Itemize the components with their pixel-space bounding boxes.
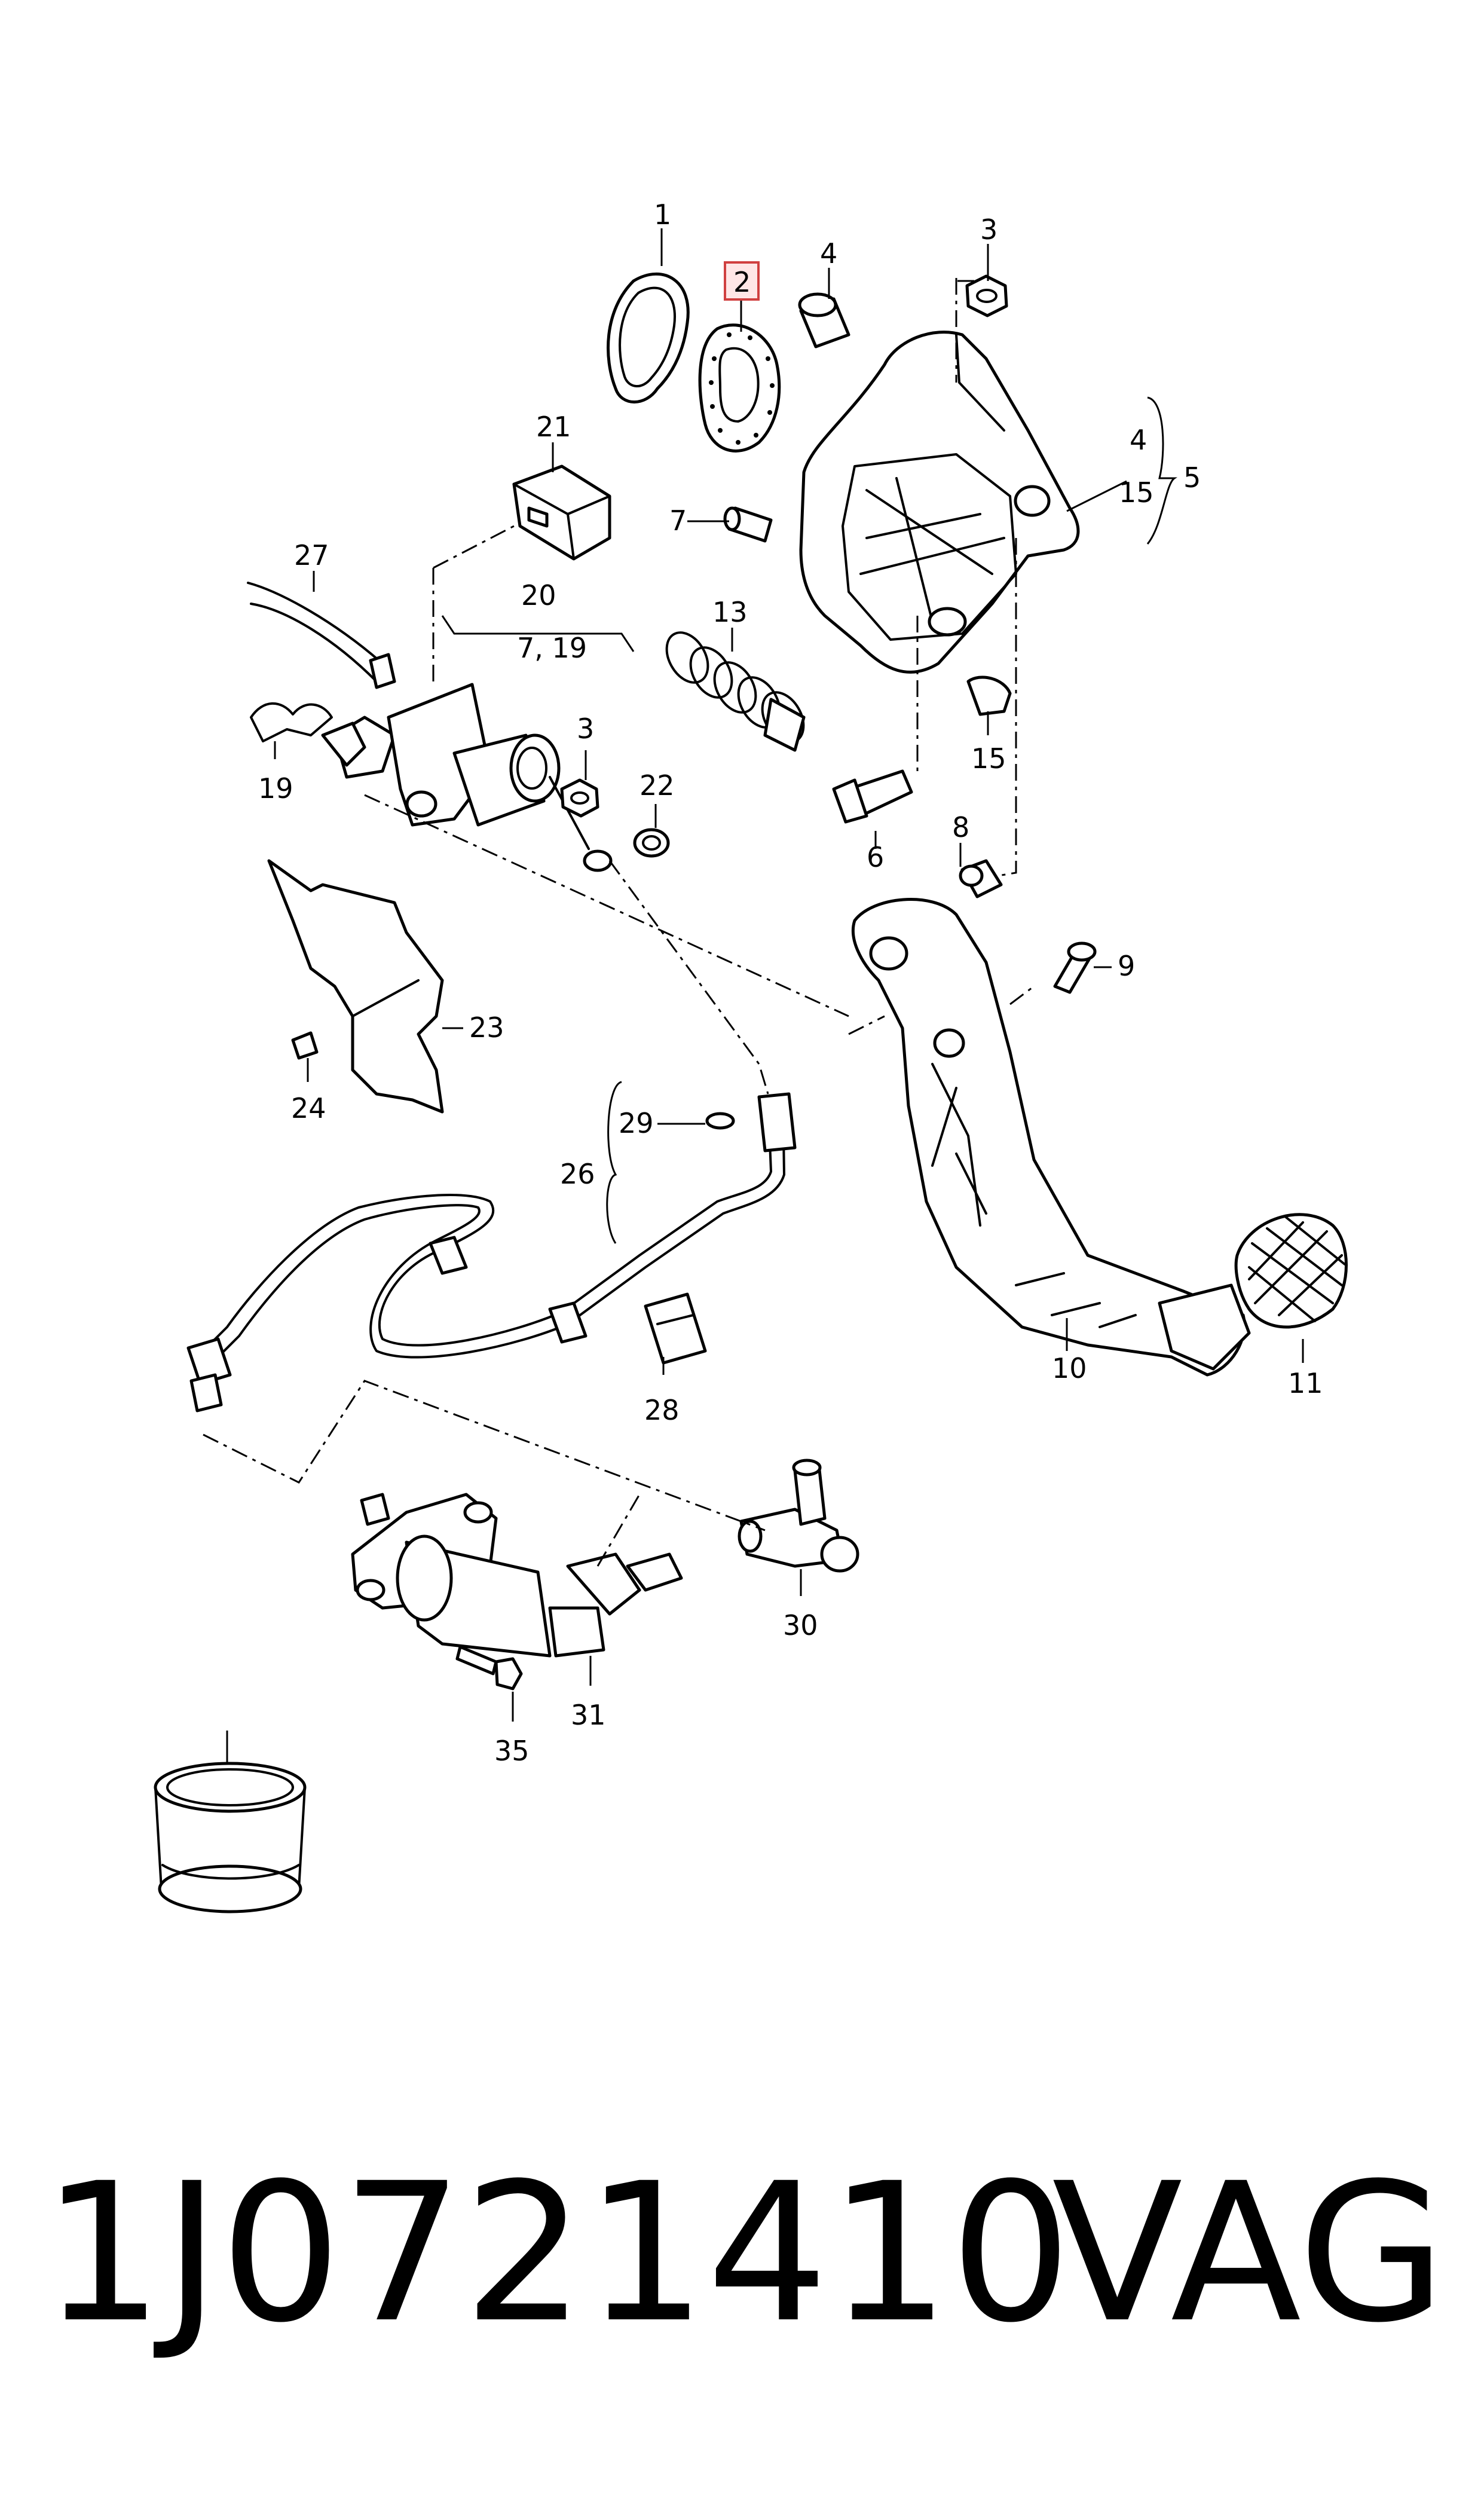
part-31-bolt xyxy=(455,1645,523,1690)
part-24-clip xyxy=(291,1031,319,1060)
callout-1: 1 xyxy=(654,198,671,231)
callout-5: 5 xyxy=(1183,461,1201,494)
part-22-washer xyxy=(633,828,670,858)
callout-29: 30 xyxy=(783,1609,818,1641)
callout-20: 20 xyxy=(521,579,556,612)
callout-20-sub: 7, 19 xyxy=(517,632,587,664)
callout-26: 26 xyxy=(560,1158,595,1190)
callout-9: 9 xyxy=(1118,950,1135,982)
caption-footer: 1J0721410 VAG xyxy=(36,2134,1470,2373)
part-8-bush xyxy=(959,859,1003,898)
callout-4: 4 xyxy=(820,237,837,270)
part-11-pedal-pad xyxy=(1234,1213,1348,1329)
callout-15: 15 xyxy=(971,742,1006,775)
part-3-nut-center xyxy=(560,778,599,818)
alignment-lines xyxy=(203,278,1035,1567)
callout-24: 24 xyxy=(291,1092,326,1124)
callout-3-top: 3 xyxy=(980,213,998,246)
part-30-slave-cylinder xyxy=(351,1493,683,1658)
callout-6: 6 xyxy=(867,841,884,873)
callout-21: 21 xyxy=(536,411,571,443)
exploded-parts-diagram: 1 2 4 3 4 15 5 7 13 15 6 8 9 10 11 21 27… xyxy=(154,198,1348,1913)
part-9-bolt xyxy=(1053,941,1097,994)
part-19-spring-clip xyxy=(250,702,333,742)
part-35-sleeve xyxy=(154,1762,307,1913)
callout-10: 10 xyxy=(1052,1352,1087,1384)
part-21-connector xyxy=(512,464,611,561)
callout-2-highlight xyxy=(724,261,760,301)
callout-22: 22 xyxy=(640,769,675,802)
callout-30: 31 xyxy=(571,1699,606,1731)
callout-31: 35 xyxy=(494,1735,530,1767)
callout-28: 29 xyxy=(619,1107,654,1139)
part-27-line-clip xyxy=(644,1292,707,1365)
part-6-pivot-pin xyxy=(832,769,913,824)
part-3-nut-top xyxy=(965,274,1008,317)
leader-lines xyxy=(226,228,1304,1763)
part-4-bushing xyxy=(798,292,850,348)
callout-27: 28 xyxy=(644,1394,680,1426)
callout-7: 7 xyxy=(669,505,687,537)
callout-labels: 1 2 4 3 4 15 5 7 13 15 6 8 9 10 11 21 27… xyxy=(258,198,1323,1767)
part-23-heat-shield xyxy=(267,859,444,1114)
brand-name: VAG xyxy=(1052,2142,1446,2365)
part-25-hose xyxy=(247,582,396,689)
callout-2: 2 xyxy=(733,266,751,298)
callout-15-group: 15 xyxy=(1119,476,1154,509)
part-7-pin xyxy=(723,506,773,543)
part-29-t-fitting xyxy=(738,1459,859,1573)
group-brackets xyxy=(441,396,1177,1244)
part-26-hydraulic-line xyxy=(186,1092,797,1413)
part-number: 1J0721410 xyxy=(42,2142,1072,2365)
part-5-pedal-bracket xyxy=(799,331,1080,674)
callout-3-center: 3 xyxy=(577,713,594,745)
callout-8: 8 xyxy=(952,811,969,843)
part-10-pedal-arm xyxy=(851,898,1251,1377)
part-1-gasket xyxy=(607,273,690,403)
callout-11: 11 xyxy=(1288,1367,1323,1399)
callout-4-group: 4 xyxy=(1130,424,1147,456)
callout-13: 13 xyxy=(712,596,748,628)
callout-23: 23 xyxy=(469,1011,504,1044)
part-15-clip xyxy=(966,675,1012,716)
part-28-o-ring xyxy=(705,1112,735,1130)
part-20-master-cylinder xyxy=(321,683,613,872)
callout-25: 27 xyxy=(294,539,329,571)
part-13-spring xyxy=(665,631,806,752)
part-2-perforated-gasket xyxy=(698,323,781,453)
callout-19: 19 xyxy=(258,772,293,805)
